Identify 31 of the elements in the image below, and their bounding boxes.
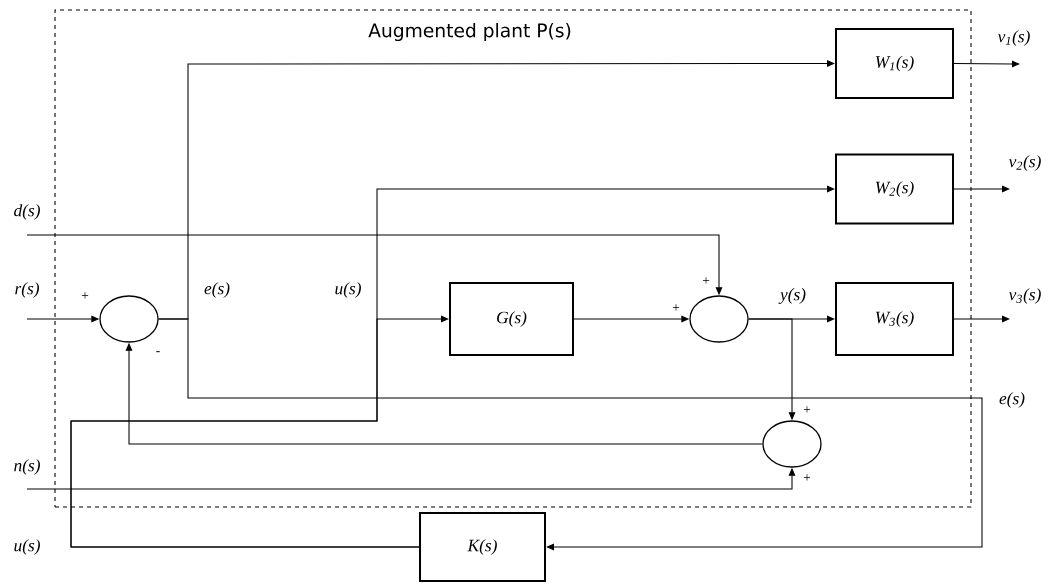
summing-junction [99,295,159,343]
sign-label: + [803,406,811,413]
transfer-block: W$_{3}$(s) [835,282,954,356]
signal-arrow [953,185,1010,193]
sign-label: - [156,351,160,353]
transfer-block: K(s) [419,512,546,582]
sign-label: + [803,474,811,481]
transfer-block: G(s) [449,282,574,356]
sign-label: + [702,277,710,284]
boundary-title: Augmented plant P(s) [368,22,571,42]
transfer-block: W$_{2}$(s) [835,153,954,225]
signal-label: n(s) [12,457,42,477]
signal-label: u(s) [12,537,42,557]
transfer-block: W$_{1}$(s) [835,28,954,99]
signal-arrow [158,318,983,551]
signal-label: e(s) [202,280,232,300]
signal-label: u(s) [333,280,363,300]
signal-label: y(s) [778,286,808,306]
signal-label: r(s) [13,280,41,300]
signal-label: v$_{2}$(s) [1007,153,1043,173]
signal-arrow [953,315,1010,323]
signal-label: d(s) [12,202,42,222]
signal-label: v$_{1}$(s) [996,28,1032,48]
summing-junction [762,420,822,468]
signal-label: e(s) [997,390,1027,410]
sign-label: + [81,292,89,299]
sign-label: + [672,304,680,311]
signal-arrow [70,185,835,548]
summing-junction [689,295,749,343]
signal-arrow [953,60,1020,68]
signal-label: v$_{3}$(s) [1007,286,1043,306]
